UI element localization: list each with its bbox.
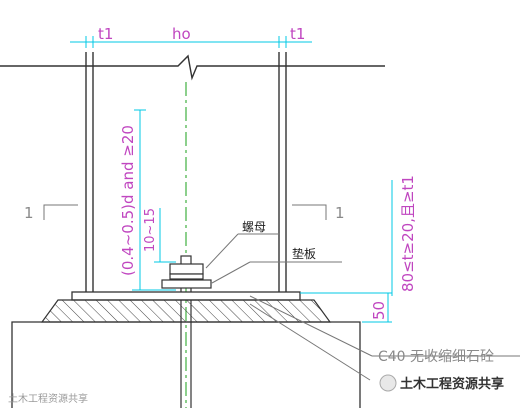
- section-label-right: 1: [335, 204, 345, 222]
- foundation: [11, 321, 361, 408]
- dim-weld: 80≤t≥20,且≥t1: [399, 175, 417, 292]
- washer-label: 垫板: [292, 246, 316, 261]
- dim-embed-depth: (0.4~0.5)d and ≥20: [119, 125, 137, 276]
- grout-label: C40 无收缩细石砼: [378, 349, 494, 365]
- section-label-left: 1: [24, 204, 34, 222]
- watermark-logo-icon: [379, 374, 397, 392]
- nut: [169, 263, 204, 275]
- dim-t1-right: t1: [290, 25, 305, 43]
- section-mark-right: [292, 204, 327, 220]
- dim-t1-left: t1: [98, 25, 113, 43]
- foundation-leader: [249, 303, 371, 381]
- base-plate: [71, 291, 301, 301]
- dim-grout-thickness: 50: [370, 301, 388, 320]
- dim-thread-length: 10~15: [143, 208, 158, 252]
- nut-label: 螺母: [242, 220, 266, 234]
- section-mark-left: [43, 204, 78, 220]
- nut-lower: [169, 273, 204, 280]
- grout-leader: [249, 295, 373, 357]
- top-plate-line: [0, 54, 385, 81]
- watermark-left: 土木工程资源共享: [8, 392, 88, 405]
- washer-leader: [211, 261, 251, 284]
- grout-layer: [40, 299, 332, 323]
- dim-ho: ho: [172, 25, 191, 43]
- watermark-right: 土木工程资源共享: [400, 376, 504, 392]
- nut-leader: [205, 233, 239, 269]
- washer-plate: [161, 279, 212, 289]
